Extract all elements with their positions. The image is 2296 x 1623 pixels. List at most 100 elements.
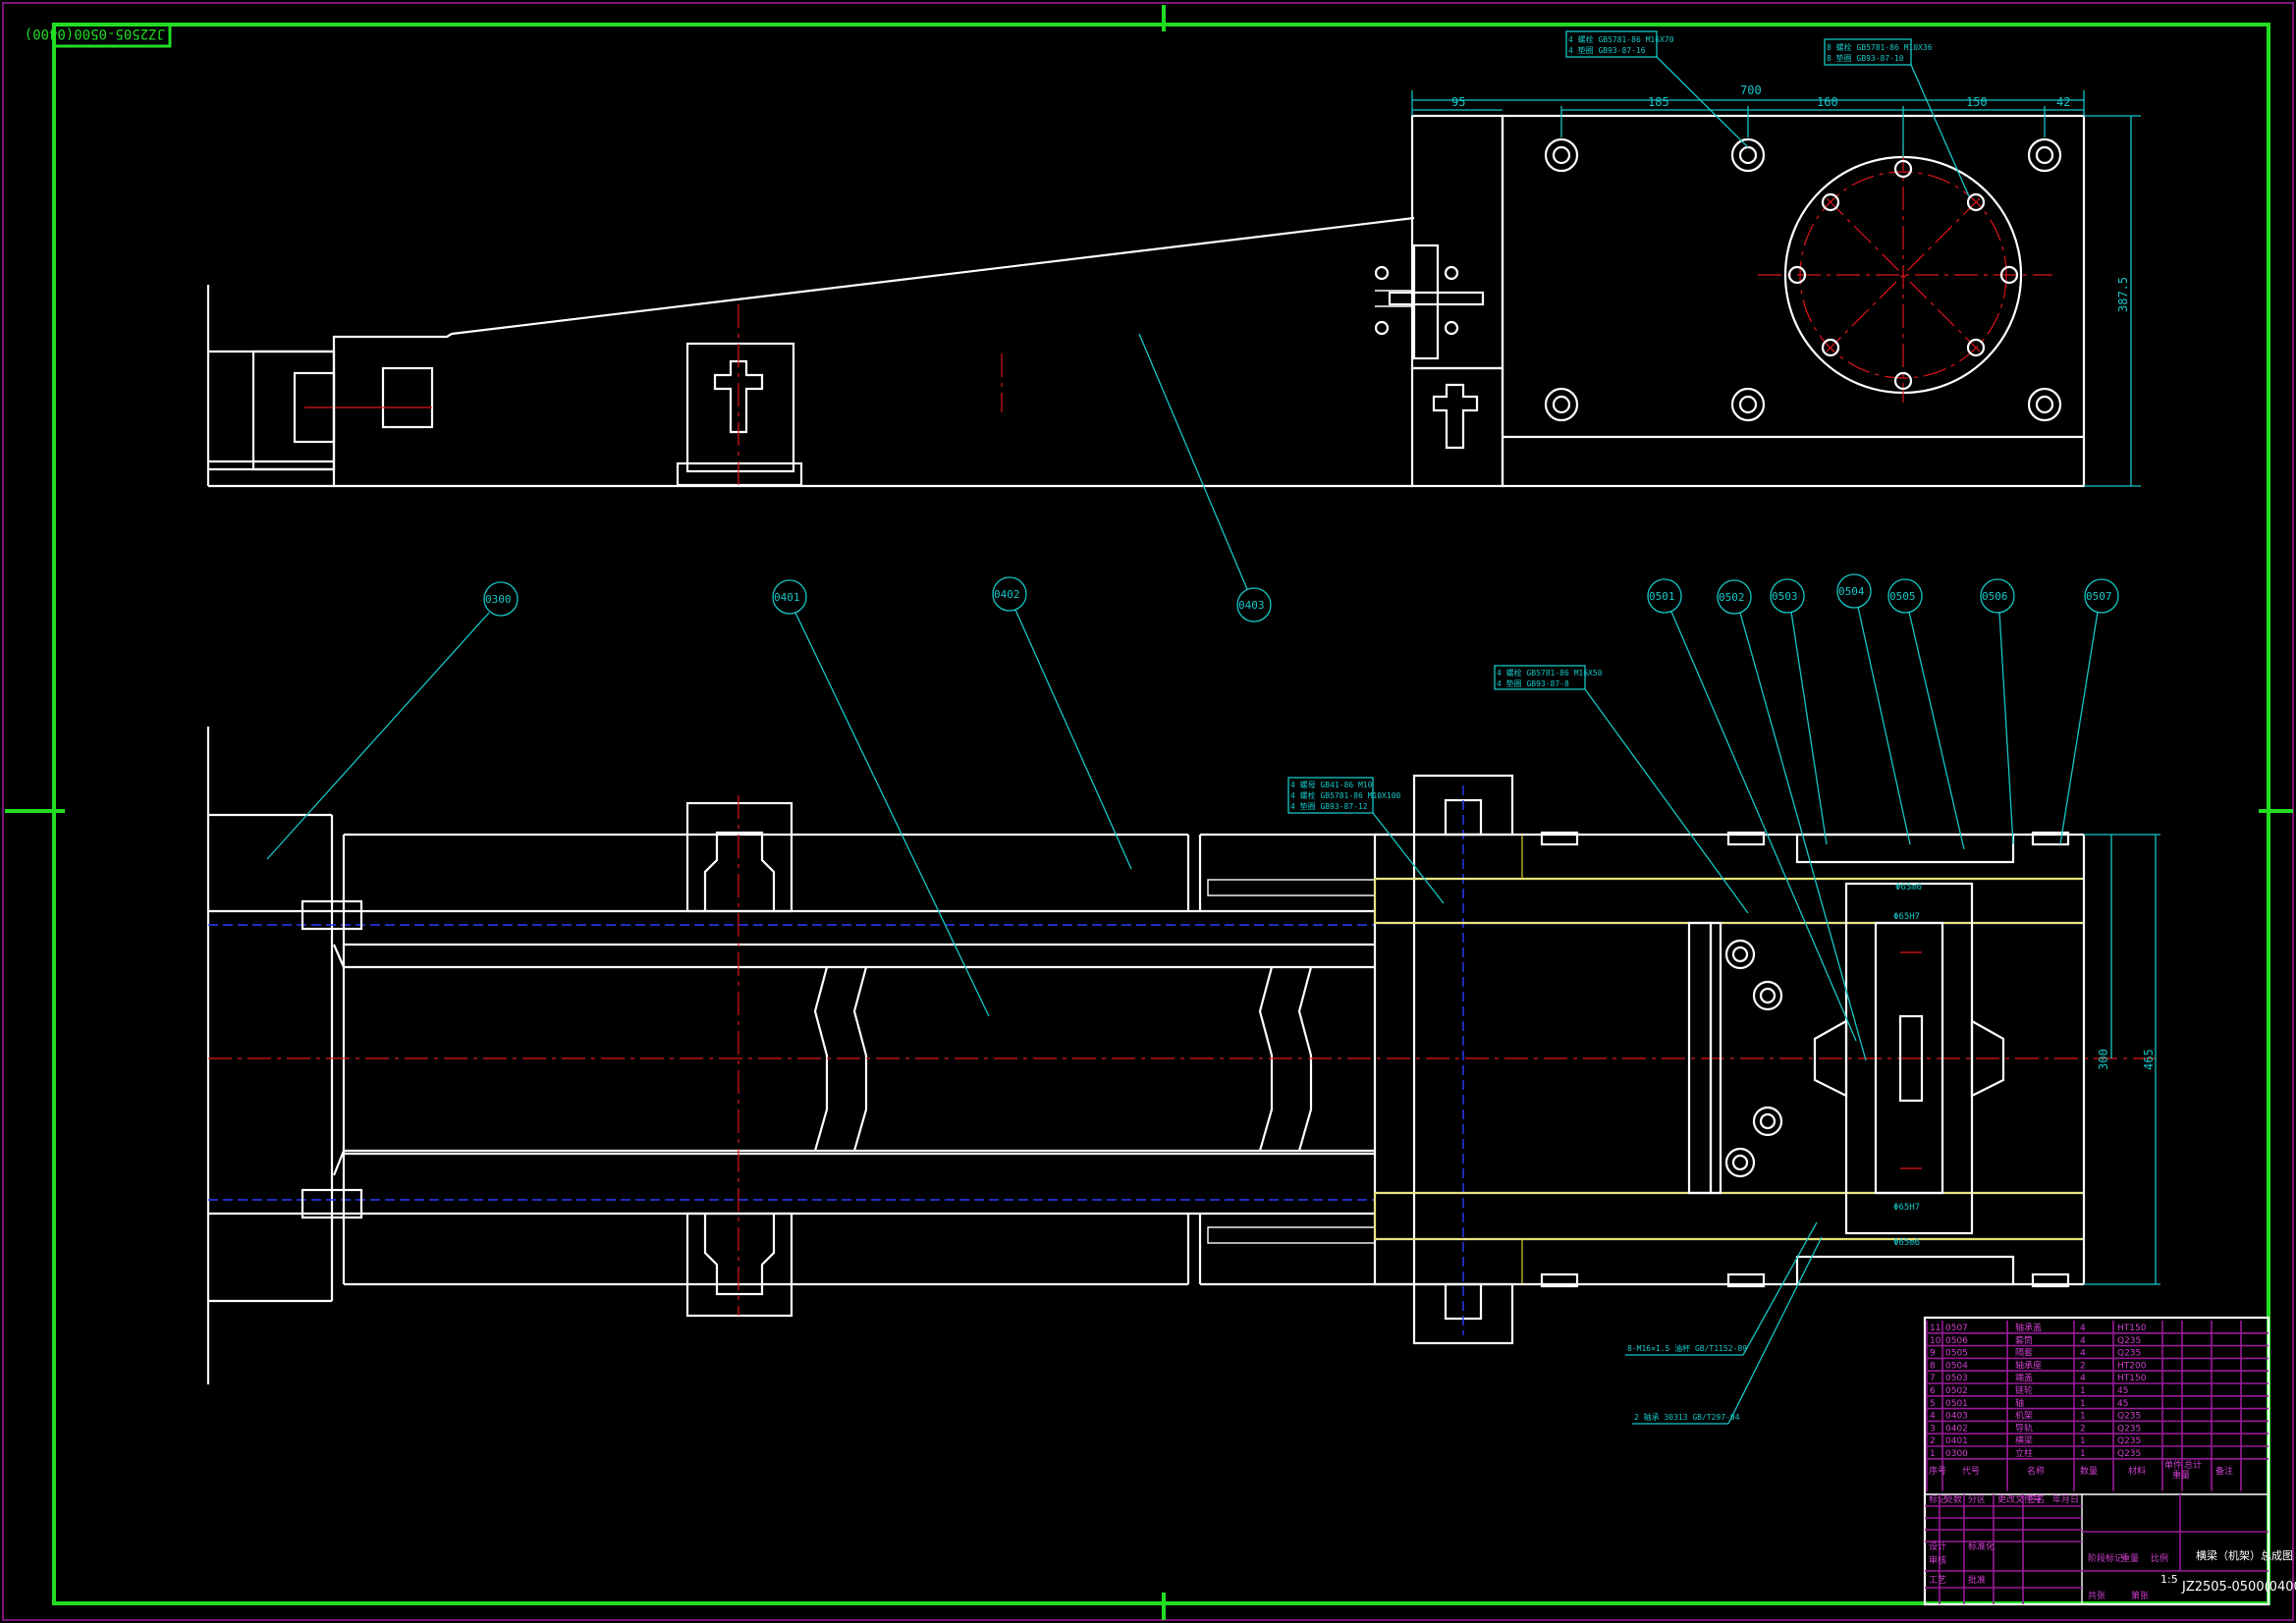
parts-row-qty: 1 [2080,1449,2086,1459]
parts-row-name: 套筒 [2015,1334,2033,1346]
balloon-0300: 0300 [485,593,512,606]
dim-right2: 465 [2142,1049,2156,1070]
parts-header-code: 代号 [1962,1466,1980,1477]
parts-row-no: 3 [1930,1424,1936,1434]
parts-row-qty: 1 [2080,1386,2086,1396]
parts-row-no: 8 [1930,1361,1936,1371]
mid-callout-left-3: 4 垫圈 GB93-87-12 [1290,801,1368,811]
parts-row-code: 0504 [1945,1361,1968,1371]
parts-header-no: 序号 [1929,1465,1946,1477]
parts-row-no: 2 [1930,1436,1936,1446]
balloon-0506: 0506 [1982,590,2008,603]
mid-callout-right-1: 4 螺栓 GB5781-86 M16X50 [1497,668,1603,677]
parts-row-no: 11 [1930,1324,1941,1333]
dim-fit1: Φ65m6 [1895,883,1922,893]
title-block-label: 第张 [2131,1590,2149,1601]
parts-row-no: 7 [1930,1374,1936,1383]
parts-row-code: 0403 [1945,1412,1968,1422]
dim-fit3: Φ65H7 [1893,1203,1920,1213]
title-block: 横梁（机架）总成图 JZ2505-0500(0400) 1:5 标记处数分区更改… [1923,1316,2296,1606]
parts-row-qty: 4 [2080,1349,2086,1359]
mid-callout-left-2: 4 螺栓 GB5781-86 M10X100 [1290,790,1401,800]
parts-row-material: Q235 [2117,1436,2141,1446]
title-block-label: 更改文件号 [1997,1493,2042,1505]
parts-header-total: 总计 [2184,1459,2202,1471]
parts-row-material: Q235 [2117,1336,2141,1346]
parts-row-name: 端盖 [2015,1372,2033,1383]
dim-fit2: Φ65H7 [1893,912,1920,922]
parts-row-material: 45 [2117,1399,2128,1409]
parts-row-code: 0401 [1945,1436,1968,1446]
parts-row-code: 0502 [1945,1386,1968,1396]
parts-row-no: 1 [1930,1449,1936,1459]
dim-d5: 150 [1966,95,1988,109]
balloon-group: 0300 0401 0402 0403 0501 0502 0503 0504 … [266,333,2119,1061]
balloon-0505: 0505 [1889,590,1916,603]
top-callout-right-1: 8 螺栓 GB5781-86 M10X36 [1827,42,1933,52]
title-block-title: 横梁（机架）总成图 [2196,1548,2293,1562]
dim-fit4: Φ65m6 [1893,1238,1920,1248]
title-block-label: 签名 [2027,1493,2045,1505]
parts-header-remark: 备注 [2215,1465,2233,1477]
dim-right1: 300 [2097,1049,2110,1070]
parts-row-material: HT200 [2117,1361,2147,1371]
parts-header-weight: 重量 [2172,1469,2190,1481]
parts-row-material: 45 [2117,1386,2128,1396]
title-block-label: 标准化 [1968,1541,1995,1552]
parts-row-name: 轴承座 [2015,1359,2042,1371]
parts-row-qty: 1 [2080,1412,2086,1422]
balloon-0403: 0403 [1238,599,1265,612]
balloon-0507: 0507 [2086,590,2112,603]
top-callout-left-1: 4 螺栓 GB5781-86 M16X70 [1568,34,1674,44]
title-block-label: 阶段标记 [2088,1552,2123,1564]
parts-row-name: 轴承盖 [2015,1322,2042,1333]
parts-row-material: HT150 [2117,1374,2147,1383]
parts-row-qty: 4 [2080,1336,2086,1346]
mid-callout-left-1: 4 螺母 GB41-86 M10 [1290,780,1373,789]
title-block-label: 比例 [2151,1552,2168,1564]
parts-row-material: Q235 [2117,1412,2141,1422]
balloon-0502: 0502 [1719,591,1745,604]
title-block-label: 工艺 [1929,1575,1946,1586]
parts-row-material: Q235 [2117,1449,2141,1459]
code-box [52,23,172,48]
title-block-label: 批准 [1968,1574,1986,1586]
title-block-label: 处数 [1944,1493,1962,1505]
parts-row-qty: 2 [2080,1424,2086,1434]
parts-row-qty: 2 [2080,1361,2086,1371]
balloon-0503: 0503 [1772,590,1798,603]
parts-row-name: 链轮 [2015,1384,2033,1396]
title-block-label: 年月日 [2052,1493,2079,1505]
parts-row-name: 立柱 [2015,1447,2033,1459]
balloon-0504: 0504 [1838,585,1865,598]
parts-row-no: 10 [1930,1336,1941,1346]
parts-header-name: 名称 [2027,1465,2045,1477]
dim-side: 387.5 [2116,277,2130,312]
top-view: 700 95 185 160 150 42 387.5 4 螺栓 GB5781-… [206,30,2141,488]
title-block-label: 标记 [1929,1493,1946,1505]
parts-row-qty: 4 [2080,1374,2086,1383]
parts-row-name: 机架 [2015,1410,2033,1422]
mid-callout-right-2: 4 垫圈 GB93-87-8 [1497,678,1569,688]
parts-row-name: 隔套 [2015,1347,2033,1359]
parts-row-qty: 4 [2080,1324,2086,1333]
parts-row-material: Q235 [2117,1424,2141,1434]
parts-row-no: 9 [1930,1349,1936,1359]
parts-row-no: 5 [1930,1399,1936,1409]
drawing-frame [52,23,2270,1605]
dim-d3: 185 [1648,95,1669,109]
title-block-scale: 1:5 [2160,1573,2178,1586]
bottom-leader-2: 2 轴承 30313 GB/T297-94 [1634,1412,1740,1422]
title-block-label: 设计 [1929,1541,1946,1552]
parts-row-name: 轴 [2015,1397,2024,1409]
parts-row-code: 0402 [1945,1424,1968,1434]
parts-row-name: 导轨 [2015,1422,2033,1434]
parts-header-unit: 单件 [2164,1459,2182,1471]
parts-row-code: 0300 [1945,1449,1968,1459]
parts-row-code: 0507 [1945,1324,1968,1333]
title-block-label: 分区 [1968,1494,1986,1505]
bottom-leader-1: 8-M16×1.5 油杯 GB/T1152-89 [1627,1343,1747,1353]
parts-header-qty: 数量 [2080,1465,2098,1477]
